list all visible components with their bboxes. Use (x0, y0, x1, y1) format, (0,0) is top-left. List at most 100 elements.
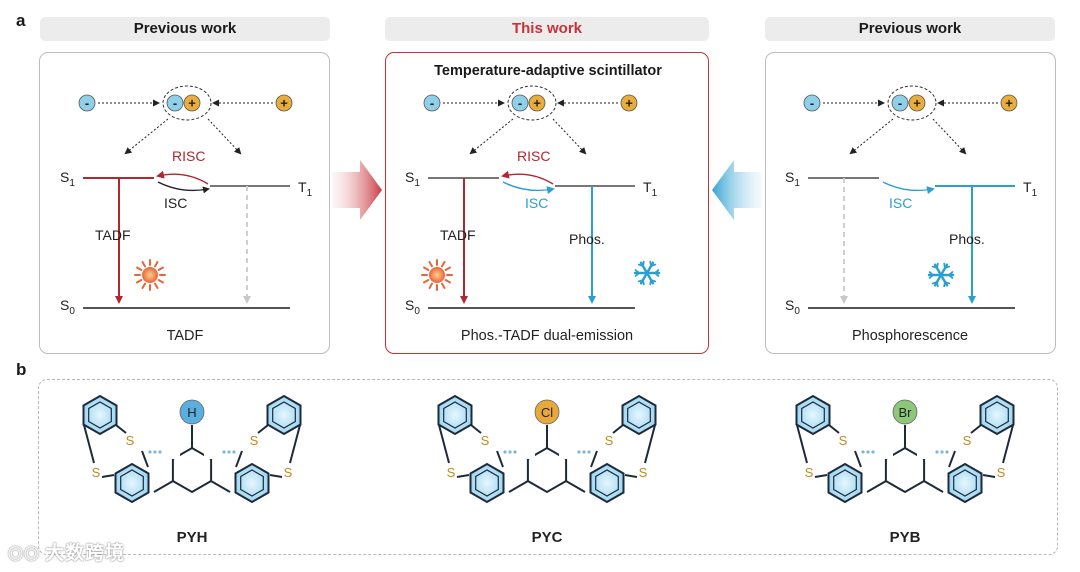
nitrogen-left-bg (166, 444, 180, 459)
left-thianthrene-bottom-ring-inner (475, 469, 499, 497)
center-heat-sun-icon-ray (423, 279, 430, 284)
left-heat-sun-icon-ray (136, 279, 143, 284)
center-panel (385, 52, 709, 354)
right-link-bond (923, 480, 944, 493)
left-heat-sun-icon-ray (136, 266, 143, 271)
interaction-dot (503, 450, 507, 454)
left-thianthrene-bottom-ring-inner (833, 469, 857, 497)
right-thianthrene-sulfur-bottom: S (997, 465, 1006, 480)
right-thianthrene-bond-a (257, 424, 269, 434)
watermark-text: 大数跨境 (45, 543, 126, 564)
center-title: Temperature-adaptive scintillator (434, 63, 662, 79)
left-thianthrene-bottom-ring-inner (120, 469, 144, 497)
right-thianthrene-top-ring (266, 394, 302, 436)
right-exciton-hole-sign: + (913, 96, 921, 111)
nitrogen-left-bg (521, 444, 535, 459)
left-free-hole-circle (275, 94, 293, 112)
center-heat-sun-icon-ray (444, 279, 451, 284)
left-heat-sun-icon-ray (157, 279, 164, 284)
left-exciton-hole-sign: + (188, 96, 196, 111)
left-free-hole-sign: + (280, 96, 288, 111)
center-header: This work (385, 17, 709, 41)
right-thianthrene-bond-b (948, 450, 956, 468)
left-thianthrene-sulfur-top: S (126, 433, 135, 448)
right-cold-snowflake-icon-branch (948, 274, 954, 279)
left-exciton-ring (162, 85, 212, 121)
center-to-singlet-arrow (469, 118, 514, 155)
center-s0-label: S0 (405, 297, 420, 317)
center-heat-sun-icon-ray (444, 266, 451, 271)
left-thianthrene-bottom-ring (827, 462, 863, 504)
right-phos-label: Phos. (949, 231, 985, 247)
left-thianthrene-bond-c (796, 424, 808, 464)
center-exciton-ring (507, 85, 557, 121)
interaction-dot (577, 450, 581, 454)
left-exciton-hole-circle (183, 94, 201, 112)
left-heat-sun-icon (134, 259, 166, 291)
left-thianthrene-bond-a (828, 424, 840, 434)
left-thianthrene-bottom-ring (114, 462, 150, 504)
substituent-circle (534, 399, 560, 425)
left-link-bond (508, 480, 529, 493)
nitrogen-right-bg (917, 444, 931, 459)
center-free-electron-sign: - (430, 96, 434, 111)
right-cold-snowflake-icon-branch (944, 265, 951, 269)
center-cold-snowflake-icon-branch (650, 263, 657, 267)
left-t1-label-subscript: 1 (307, 188, 313, 199)
center-exciton-hole-circle (528, 94, 546, 112)
right-free-hole-sign: + (1005, 96, 1013, 111)
center-heat-sun-icon (421, 259, 453, 291)
interaction-dot (232, 450, 236, 454)
left-s0-label-subscript: 0 (69, 306, 75, 317)
interaction-dot (935, 450, 939, 454)
left-thianthrene-sulfur-bottom: S (447, 465, 456, 480)
right-link-bond (210, 480, 231, 493)
right-t1-label-letter: T (1023, 179, 1032, 195)
right-exciton-electron-sign: - (898, 96, 902, 111)
left-panel (39, 52, 330, 354)
left-thianthrene-bond-d (814, 474, 828, 478)
left-thianthrene: SS (82, 394, 150, 504)
right-panel (765, 52, 1056, 354)
left-thianthrene-sulfur-bottom: S (92, 465, 101, 480)
center-phos-label: Phos. (569, 231, 605, 247)
interaction-dot (940, 450, 944, 454)
left-exciton-electron-sign: - (173, 96, 177, 111)
right-header: Previous work (765, 17, 1055, 41)
interaction-dot (582, 450, 586, 454)
left-thianthrene-bond-d (456, 474, 470, 478)
substituent-circle (892, 399, 918, 425)
right-thianthrene-bottom-ring (589, 462, 625, 504)
left-thianthrene-bond-b (496, 450, 504, 468)
right-s0-label: S0 (785, 297, 800, 317)
arrow-to-center-red (332, 160, 382, 220)
molecules-panel (38, 379, 1058, 555)
left-isc-label: ISC (164, 195, 187, 211)
right-thianthrene-bond-c (1002, 424, 1014, 464)
right-free-hole-circle (1000, 94, 1018, 112)
left-heat-sun-icon-ray (141, 261, 146, 268)
molecule-name: PYC (532, 529, 563, 546)
interaction-dot (945, 450, 949, 454)
left-s1-label-letter: S (60, 169, 69, 185)
arrow-to-center-blue (712, 160, 762, 220)
right-cold-snowflake-icon-branch (936, 262, 939, 269)
interaction-dot (513, 450, 517, 454)
right-thianthrene-bottom-ring-inner (240, 469, 264, 497)
right-thianthrene-top-ring-inner (272, 401, 296, 429)
left-thianthrene-top-ring-inner (443, 401, 467, 429)
left-to-triplet-arrow (207, 118, 242, 155)
right-thianthrene-sulfur-top: S (605, 433, 614, 448)
left-exciton-electron-circle (166, 94, 184, 112)
panel-label-a: a (16, 11, 26, 30)
right-isc-label: ISC (889, 195, 912, 211)
right-exciton-ring (887, 85, 937, 121)
center-to-triplet-arrow (552, 118, 587, 155)
right-cold-snowflake-icon (927, 262, 955, 288)
left-tadf-label: TADF (95, 227, 131, 243)
right-cold-snowflake-icon-branch (943, 281, 946, 288)
right-thianthrene-bond-a (612, 424, 624, 434)
right-isc-arrow (882, 181, 935, 195)
